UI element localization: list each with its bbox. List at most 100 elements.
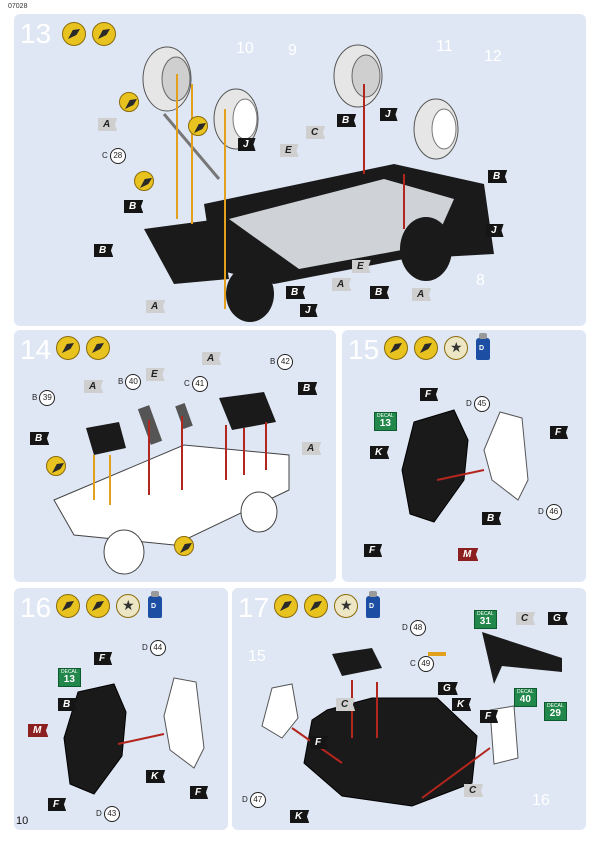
flag-m: M: [28, 724, 49, 737]
callout-11: 11: [436, 38, 453, 55]
seat-illustration: [401, 409, 529, 523]
paint-icon: [62, 22, 86, 46]
flag-c: C: [306, 126, 326, 139]
paint-icon: [274, 594, 298, 618]
flag-b: B: [124, 200, 144, 213]
callout-9: 9: [288, 42, 297, 59]
chassis-illustration: [142, 44, 494, 322]
callout-15: 15: [248, 648, 266, 665]
flag-j: J: [486, 224, 504, 237]
flag-g: G: [438, 682, 458, 695]
flag-b: B: [286, 286, 306, 299]
paint-icon: [119, 92, 139, 112]
flag-a: A: [202, 352, 222, 365]
flag-a: A: [412, 288, 432, 301]
flag-e: E: [146, 368, 165, 381]
decal-glue-icon: [366, 591, 380, 618]
flag-a: A: [98, 118, 118, 131]
star-icon: [334, 594, 358, 618]
decal-glue-icon: [148, 591, 162, 618]
callout-16: 16: [532, 792, 550, 809]
star-icon: [444, 336, 468, 360]
flag-f: F: [550, 426, 569, 439]
flag-f: F: [94, 652, 113, 665]
paint-icon: [384, 336, 408, 360]
flag-g: G: [548, 612, 568, 625]
step-number: 13: [20, 18, 52, 49]
step-number: 14: [20, 334, 52, 365]
flag-b: B: [58, 698, 78, 711]
paint-icon: [188, 116, 208, 136]
flag-b: B: [30, 432, 50, 445]
step-number: 17: [238, 592, 270, 623]
flag-e: E: [280, 144, 299, 157]
flag-f: F: [480, 710, 499, 723]
flag-a: A: [302, 442, 322, 455]
flag-c: C: [516, 612, 536, 625]
callout-8: 8: [476, 272, 485, 289]
flag-e: E: [352, 260, 371, 273]
flag-c: C: [336, 698, 356, 711]
page-number: 10: [16, 815, 29, 827]
paint-icon: [56, 336, 80, 360]
step-number: 16: [20, 592, 52, 623]
flag-b: B: [94, 244, 114, 257]
brush-icon: [86, 336, 110, 360]
flag-a: A: [84, 380, 104, 393]
paint-icon: [174, 536, 194, 556]
brush-icon: [414, 336, 438, 360]
flag-b: B: [298, 382, 318, 395]
flag-k: K: [146, 770, 166, 783]
flag-m: M: [458, 548, 479, 561]
flag-f: F: [48, 798, 67, 811]
body-assembly-illustration: [53, 392, 290, 575]
flag-k: K: [370, 446, 390, 459]
callout-10: 10: [236, 40, 254, 57]
flag-b: B: [370, 286, 390, 299]
flag-f: F: [310, 736, 329, 749]
flag-a: A: [332, 278, 352, 291]
step-number: 15: [348, 334, 380, 365]
flag-j: J: [238, 138, 256, 151]
brush-icon: [86, 594, 110, 618]
flag-b: B: [337, 114, 357, 127]
brush-icon: [92, 22, 116, 46]
flag-j: J: [380, 108, 398, 121]
paint-icon: [134, 171, 154, 191]
flag-b: B: [482, 512, 502, 525]
flag-c: C: [464, 784, 484, 797]
star-icon: [116, 594, 140, 618]
catalog-code: 07028: [8, 3, 28, 10]
seat-illustration: [63, 677, 205, 795]
brush-icon: [304, 594, 328, 618]
flag-f: F: [364, 544, 383, 557]
paint-icon: [46, 456, 66, 476]
flag-k: K: [290, 810, 310, 823]
paint-icon: [56, 594, 80, 618]
decal-glue-icon: [476, 333, 490, 360]
callout-12: 12: [484, 48, 502, 65]
flag-j: J: [300, 304, 318, 317]
